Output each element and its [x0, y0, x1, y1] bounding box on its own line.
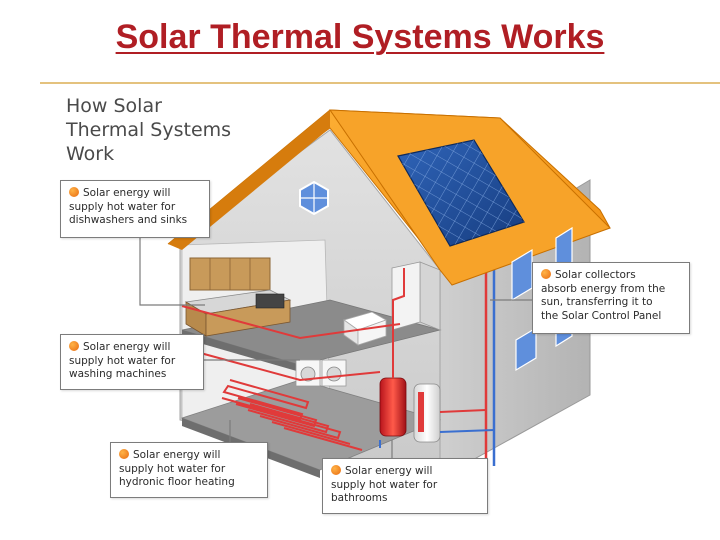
callout-bathrooms-text: supply hot water for bathrooms — [331, 478, 438, 505]
callout-dishwashers-text: supply hot water for dishwashers and sin… — [69, 200, 188, 227]
callout-floor-line-1: Solar energy will — [133, 449, 221, 461]
diagram-heading-line-1: How Solar — [66, 95, 162, 117]
solar-bullet-icon — [541, 269, 551, 279]
title-divider — [40, 82, 720, 84]
solar-bullet-icon — [69, 187, 79, 197]
callout-solar-collectors: Solar collectors absorb energy from the … — [532, 262, 690, 334]
diagram-heading-line-3: Work — [66, 143, 115, 165]
solar-bullet-icon — [331, 465, 341, 475]
callout-washing-text: supply hot water for washing machines — [69, 354, 176, 381]
callout-collectors-line-1: Solar collectors — [555, 269, 636, 281]
callout-dishwashers-line-1: Solar energy will — [83, 187, 171, 199]
diagram-heading: How Solar Thermal Systems Work — [66, 94, 296, 166]
callout-bathrooms: Solar energy will supply hot water for b… — [322, 458, 488, 514]
callout-floor-text: supply hot water for hydronic floor heat… — [119, 462, 235, 489]
solar-bullet-icon — [119, 449, 129, 459]
diagram-heading-line-2: Thermal Systems — [66, 119, 232, 141]
slide-title: Solar Thermal Systems Works — [115, 18, 605, 56]
callout-bathrooms-line-1: Solar energy will — [345, 465, 433, 477]
callout-dishwashers: Solar energy will supply hot water for d… — [60, 180, 210, 238]
solar-bullet-icon — [69, 341, 79, 351]
callout-washing-machines: Solar energy will supply hot water for w… — [60, 334, 204, 390]
callout-collectors-text: absorb energy from the sun, transferring… — [541, 282, 666, 322]
callout-washing-line-1: Solar energy will — [83, 341, 171, 353]
callout-floor-heating: Solar energy will supply hot water for h… — [110, 442, 268, 498]
